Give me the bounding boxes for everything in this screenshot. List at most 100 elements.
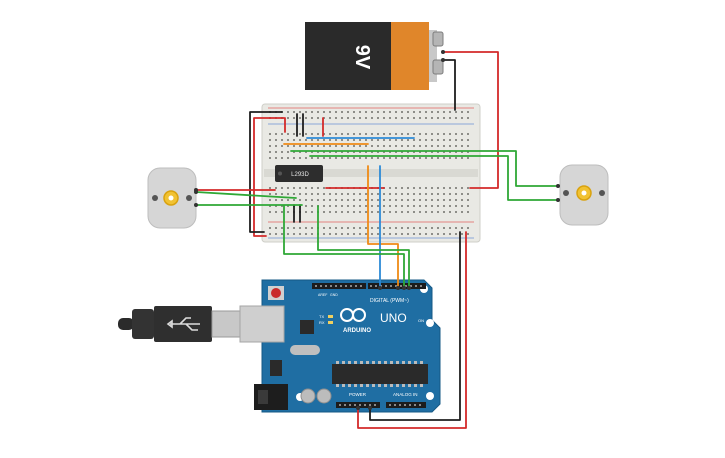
wire-arduino-gnd-black[interactable]	[369, 231, 461, 421]
breadboard-center-channel	[264, 169, 478, 177]
wire-board-green-h[interactable]	[290, 150, 559, 187]
chip-pin	[402, 384, 405, 387]
header-pin	[369, 404, 371, 406]
breadboard-hole	[269, 211, 271, 213]
wire-rail-jumper-red[interactable]	[253, 117, 285, 237]
wire-rail-jumper-black[interactable]	[249, 111, 283, 233]
breadboard-hole	[419, 193, 421, 195]
breadboard-hole	[437, 193, 439, 195]
breadboard-hole	[395, 233, 397, 235]
breadboard-hole	[419, 133, 421, 135]
breadboard-hole	[287, 187, 289, 189]
breadboard-hole	[281, 227, 283, 229]
battery-9v[interactable]: 9V	[305, 22, 444, 90]
wire-battery-negative-black[interactable]	[442, 59, 456, 111]
breadboard-hole	[383, 157, 385, 159]
l293d-chip[interactable]: L293D	[275, 165, 323, 182]
breadboard-hole	[329, 111, 331, 113]
breadboard-hole	[371, 133, 373, 135]
breadboard-hole	[269, 145, 271, 147]
breadboard-hole	[275, 139, 277, 141]
chip-pin	[414, 384, 417, 387]
breadboard-hole	[437, 187, 439, 189]
breadboard-hole	[275, 227, 277, 229]
breadboard-hole	[431, 211, 433, 213]
wire-arduino-5v-red[interactable]	[357, 231, 467, 429]
reset-button[interactable]	[271, 288, 281, 298]
wire-battery-positive-red[interactable]	[442, 51, 499, 189]
usb-cable[interactable]	[118, 306, 243, 342]
wire-endpoint	[396, 286, 400, 290]
breadboard-hole	[401, 205, 403, 207]
breadboard-hole	[383, 117, 385, 119]
breadboard-hole	[287, 151, 289, 153]
breadboard-hole	[353, 117, 355, 119]
wire-endpoint	[441, 58, 445, 62]
header-pin	[399, 404, 401, 406]
breadboard-hole	[305, 187, 307, 189]
usb-b-port[interactable]	[239, 305, 285, 343]
breadboard-hole	[323, 193, 325, 195]
motor-right[interactable]	[559, 164, 609, 226]
breadboard-hole	[365, 157, 367, 159]
breadboard-hole	[311, 111, 313, 113]
breadboard-hole	[401, 111, 403, 113]
breadboard-hole	[377, 133, 379, 135]
wire-signal-orange[interactable]	[367, 165, 399, 289]
wire-signal-green-2[interactable]	[317, 205, 410, 289]
wire-signal-green-1[interactable]	[283, 205, 405, 289]
breadboard-hole	[455, 227, 457, 229]
breadboard-hole	[341, 139, 343, 141]
breadboard-hole	[281, 211, 283, 213]
breadboard-hole	[287, 157, 289, 159]
atmega-chip	[332, 364, 428, 384]
breadboard-hole	[461, 151, 463, 153]
breadboard-hole	[419, 111, 421, 113]
breadboard-hole	[401, 145, 403, 147]
breadboard-hole	[443, 111, 445, 113]
header-pin	[354, 404, 356, 406]
breadboard-hole	[437, 133, 439, 135]
chip-pin	[378, 384, 381, 387]
breadboard-hole	[311, 117, 313, 119]
breadboard-hole	[407, 157, 409, 159]
breadboard-hole	[389, 157, 391, 159]
motor-left[interactable]	[147, 167, 197, 229]
arduino-uno[interactable]: ARDUINO UNO TX RX ON AREF GND DIGITAL (P…	[239, 279, 441, 413]
breadboard-hole	[461, 157, 463, 159]
wire-motor-left-green-1[interactable]	[195, 191, 297, 199]
battery-orange-cap	[391, 22, 429, 90]
breadboard-hole	[401, 117, 403, 119]
breadboard-hole	[299, 227, 301, 229]
header-pin	[335, 285, 337, 287]
breadboard-hole	[413, 151, 415, 153]
breadboard-hole	[419, 151, 421, 153]
breadboard-hole	[293, 111, 295, 113]
header-pin	[400, 285, 402, 287]
breadboard-hole	[455, 139, 457, 141]
breadboard-hole	[431, 117, 433, 119]
mount-hole-4	[426, 392, 434, 400]
breadboard-hole	[275, 193, 277, 195]
breadboard-hole	[299, 133, 301, 135]
wire-endpoint	[556, 184, 560, 188]
breadboard-hole	[317, 187, 319, 189]
header-pin	[360, 285, 362, 287]
breadboard-holes	[269, 111, 469, 235]
breadboard-hole	[395, 157, 397, 159]
breadboard-hole	[395, 199, 397, 201]
breadboard-hole	[407, 111, 409, 113]
breadboard-hole	[287, 199, 289, 201]
header-pin	[409, 404, 411, 406]
breadboard-hole	[317, 193, 319, 195]
wire-endpoint	[556, 198, 560, 202]
breadboard-hole	[425, 145, 427, 147]
breadboard-hole	[359, 199, 361, 201]
header-pin	[370, 285, 372, 287]
chip-pin	[396, 361, 399, 364]
wire-board-green-h-2[interactable]	[309, 155, 559, 201]
breadboard-hole	[287, 233, 289, 235]
breadboard-hole	[269, 151, 271, 153]
breadboard-hole	[305, 139, 307, 141]
